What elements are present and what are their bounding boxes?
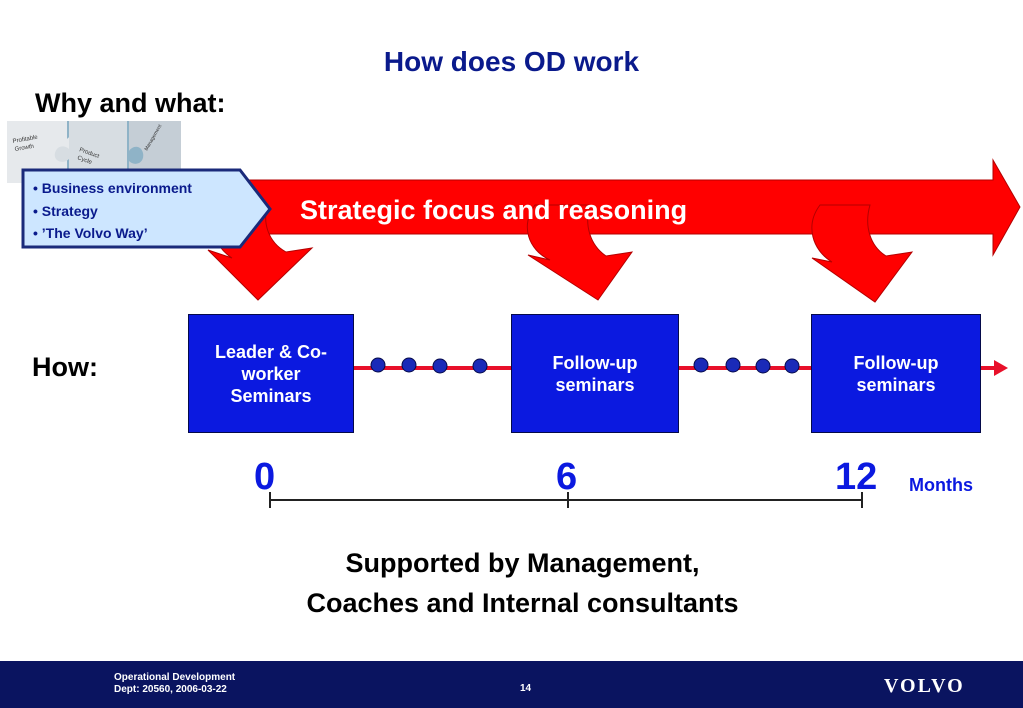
puzzle-word: Growth [14,144,34,153]
callout-box [21,168,272,249]
down-arrow [811,204,914,303]
callout-bullet: • Strategy [33,202,98,219]
how-label: How: [32,352,98,382]
seminar-box-leader: Leader & Co-worker Seminars [188,314,354,433]
footer-line: Operational Development [114,672,236,683]
volvo-logo: VOLVO [884,675,965,697]
month-tick-12: 12 [835,456,878,498]
month-tick-6: 6 [556,456,578,498]
seminar-box-followup-2: Follow-up seminars [811,314,981,433]
months-unit-label: Months [909,475,973,495]
puzzle-word: Profitable [12,135,39,145]
process-line-arrowhead [994,360,1008,376]
why-and-what-label: Why and what: [35,88,226,118]
month-tick-0: 0 [254,456,276,498]
footer-line: Dept: 20560, 2006-03-22 [114,684,227,695]
support-line: Supported by Management, [345,548,700,578]
timeline-dot [693,357,709,373]
page-number: 14 [520,683,532,694]
timeline-dot [784,358,800,374]
footer-info: Operational Development Dept: 20560, 200… [114,672,235,696]
timeline-dot [472,358,488,374]
strategic-arrow-label: Strategic focus and reasoning [300,195,688,225]
timeline-dot [725,357,741,373]
timeline-dot [370,357,386,373]
page-title: How does OD work [383,46,640,77]
seminar-label: Follow-up seminars [853,352,939,395]
support-line: Coaches and Internal consultants [306,588,739,618]
callout-bullet: • Business environment [33,180,192,196]
seminar-box-followup-1: Follow-up seminars [511,314,679,433]
timeline-dot [432,358,448,374]
footer-bar [0,661,1023,708]
down-arrow [526,204,634,301]
callout-bullet: • ’The Volvo Way’ [33,225,148,241]
timeline-dot [401,357,417,373]
puzzle-word: Cycle [76,155,93,166]
callout-bullets: • Business environment • Strategy • ’The… [33,177,192,245]
puzzle-pieces-icon: Profitable Growth Product Cycle Manageme… [7,121,181,183]
timeline-dot [755,358,771,374]
seminar-label: Follow-up seminars [552,352,638,395]
support-text: Supported by Management, Coaches and Int… [0,543,1023,623]
seminar-label: Leader & Co-worker Seminars [214,341,328,406]
months-axis [269,492,863,508]
